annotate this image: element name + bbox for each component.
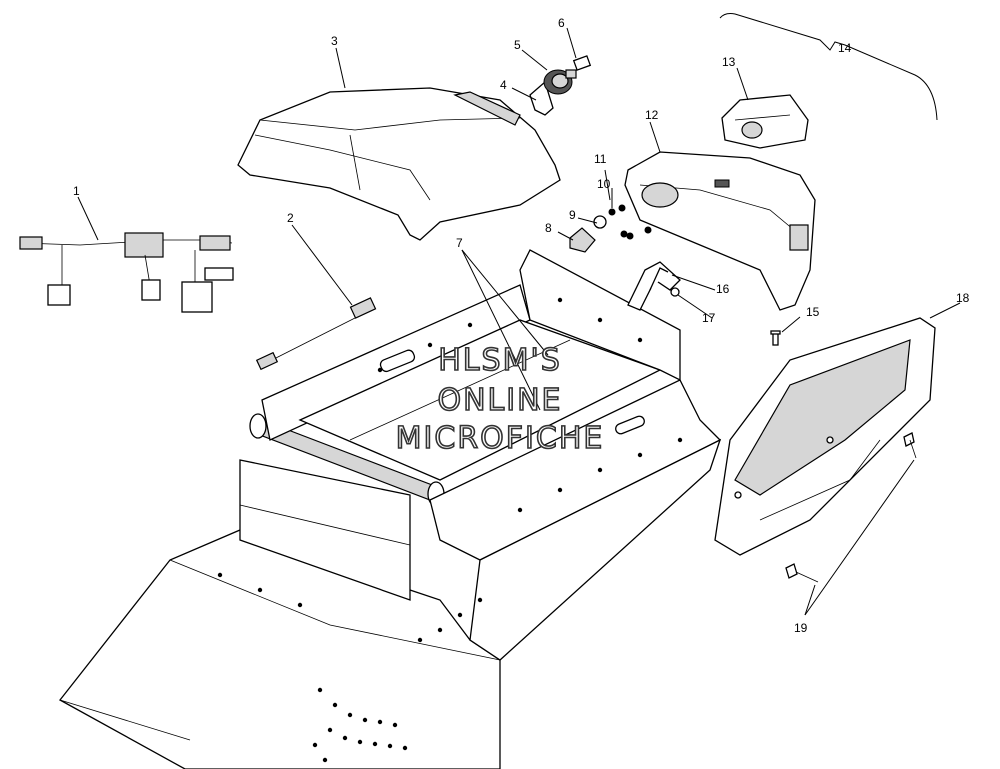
callout-labels: 1 2 3 4 5 6 7 8 9 10 11 12 13 14 15 16 1… (73, 16, 970, 635)
callout-7: 7 (456, 236, 463, 250)
callout-8: 8 (545, 221, 552, 235)
tail-light-lens (721, 94, 809, 149)
callout-15: 15 (806, 305, 820, 319)
rivets (785, 432, 917, 583)
watermark-line-2: ONLINE (437, 383, 562, 418)
wiring-harness (19, 232, 234, 313)
callout-17: 17 (702, 311, 716, 325)
callout-9: 9 (569, 208, 576, 222)
screw (770, 330, 781, 346)
chassis-holes (217, 297, 683, 763)
callout-6: 6 (558, 16, 565, 30)
watermark-line-1: HLSM'S (438, 343, 562, 378)
callout-19: 19 (794, 621, 808, 635)
side-panel (714, 317, 936, 556)
callout-18: 18 (956, 291, 970, 305)
watermark: HLSM'S ONLINE MICROFICHE (395, 342, 605, 457)
callout-11: 11 (594, 152, 607, 166)
callout-5: 5 (514, 38, 521, 52)
socket-bulb (569, 204, 652, 253)
callout-12: 12 (645, 108, 659, 122)
callout-14: 14 (838, 41, 852, 55)
seat-cover (237, 87, 561, 241)
callout-2: 2 (287, 211, 294, 225)
callout-10: 10 (597, 177, 611, 191)
callout-3: 3 (331, 34, 338, 48)
sensor-wire (255, 297, 377, 371)
chassis-tunnel (59, 249, 722, 769)
watermark-line-3: MICROFICHE (396, 421, 605, 456)
leader-lines (77, 13, 961, 616)
lock-assembly (529, 55, 592, 116)
callout-16: 16 (716, 282, 730, 296)
rear-housing (624, 151, 816, 311)
callout-13: 13 (722, 55, 736, 69)
bracket (627, 261, 681, 311)
callout-4: 4 (500, 78, 507, 92)
callout-1: 1 (73, 184, 80, 198)
